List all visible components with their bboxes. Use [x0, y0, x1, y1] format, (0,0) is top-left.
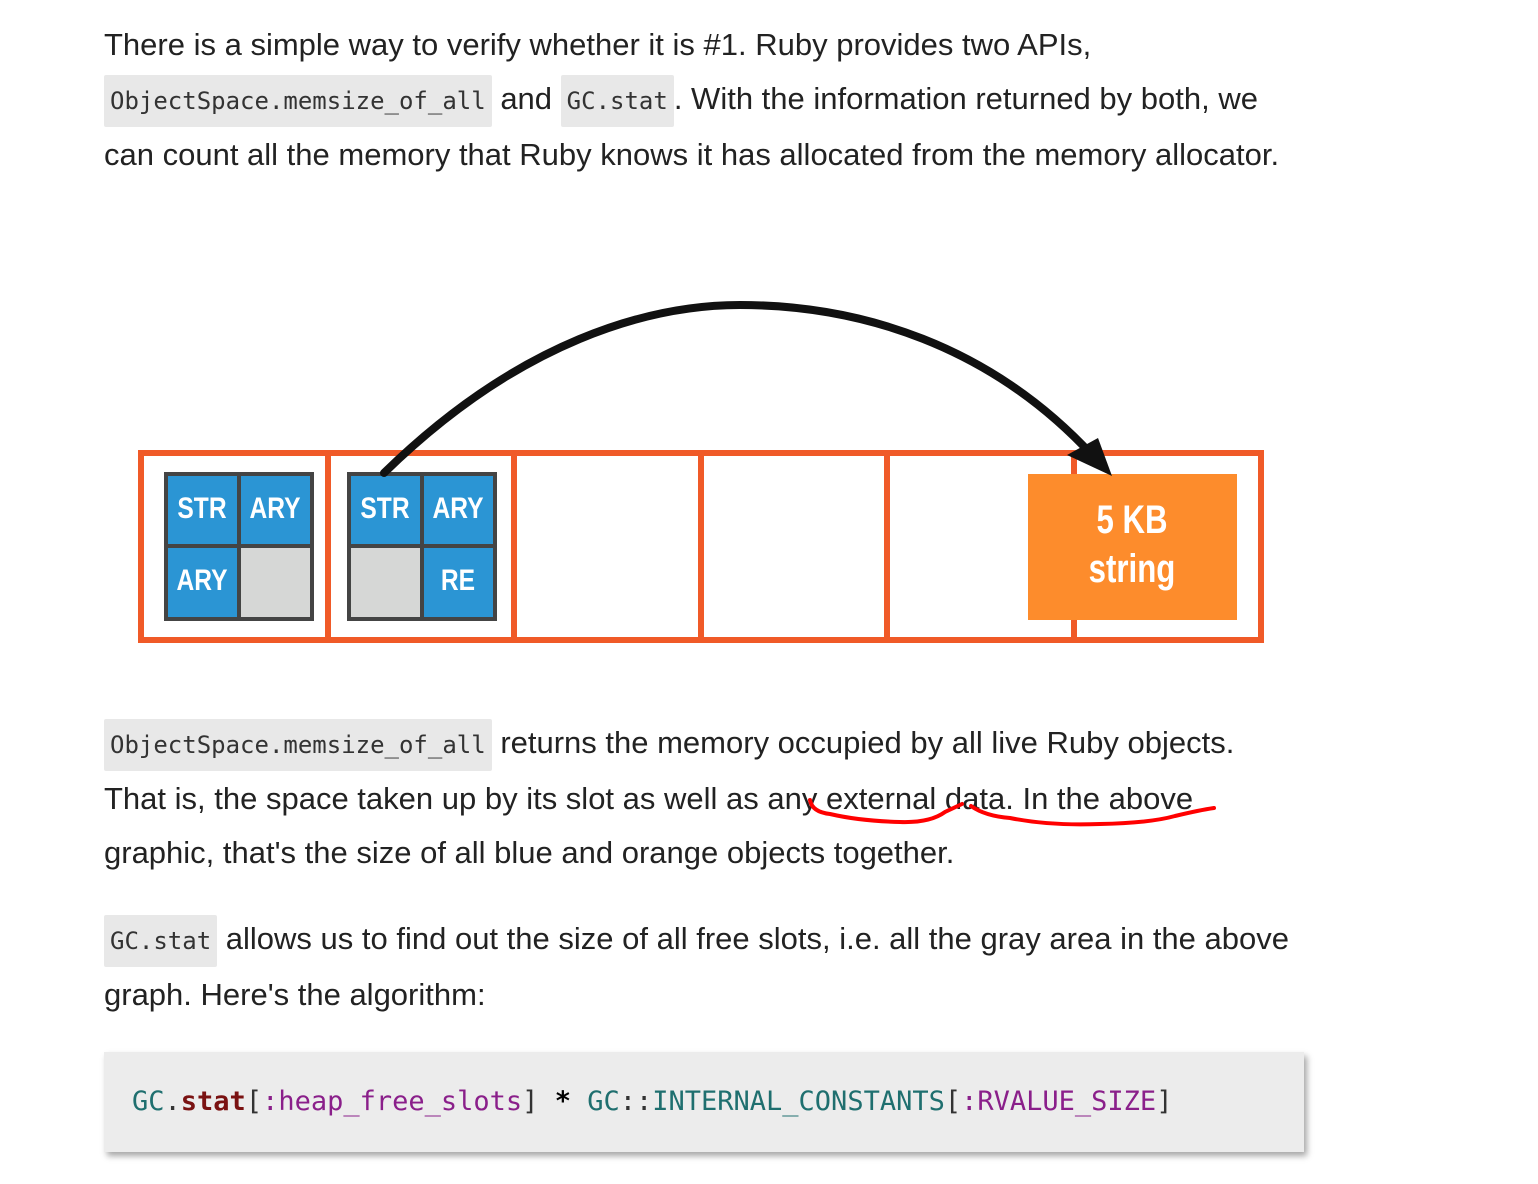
object-label: ARY	[176, 563, 227, 597]
code-token: ]	[1156, 1086, 1173, 1117]
code-token: *	[554, 1086, 571, 1117]
paragraph-intro-text-a: There is a simple way to verify whether …	[104, 27, 1092, 62]
paragraph-intro-text-c: . With the information returned by both,…	[104, 81, 1280, 172]
object-re	[422, 546, 495, 619]
external-string-size: 5 KB	[1096, 497, 1167, 542]
code-token: stat	[180, 1086, 246, 1117]
object-str	[166, 474, 239, 546]
object-label: ARY	[249, 491, 300, 525]
paragraph-memsize-text-a: returns the memory occupied by all live …	[104, 725, 1235, 816]
highlight-external-data: any external data	[767, 781, 1006, 816]
paragraph-memsize: ObjectSpace.memsize_of_all returns the m…	[104, 716, 1304, 880]
inline-code-memsize: ObjectSpace.memsize_of_all	[104, 75, 492, 127]
paragraph-memsize-text-b: . In the above graphic, that's the size …	[104, 781, 1194, 870]
code-token: GC	[132, 1086, 165, 1117]
object-ary	[239, 474, 312, 546]
paragraph-intro: There is a simple way to verify whether …	[104, 18, 1304, 182]
object-label: ARY	[432, 491, 483, 525]
external-string-block	[1028, 474, 1237, 620]
highlight-as-well-as: as well as	[622, 781, 759, 816]
code-token: ]	[522, 1086, 555, 1117]
inline-code-gcstat: GC.stat	[560, 75, 674, 127]
code-token: :heap_free_slots	[262, 1086, 523, 1117]
code-token: [	[245, 1086, 263, 1117]
paragraph-gcstat: GC.stat allows us to find out the size o…	[104, 912, 1304, 1022]
object-ary	[422, 474, 495, 546]
code-token: ::	[619, 1086, 653, 1117]
object-label: STR	[177, 491, 226, 525]
code-token: [	[944, 1086, 962, 1117]
reference-arrow	[380, 300, 1096, 477]
object-ary	[166, 546, 239, 619]
inline-code-gcstat-2: GC.stat	[104, 915, 218, 967]
object-label: RE	[441, 563, 475, 597]
code-line: GC.stat[:heap_free_slots] * GC::INTERNAL…	[132, 1086, 1172, 1117]
inline-code-memsize-2: ObjectSpace.memsize_of_all	[104, 719, 492, 771]
object-str	[349, 474, 422, 546]
free-slot	[239, 546, 312, 619]
free-slot	[349, 546, 422, 619]
code-token: .	[164, 1086, 181, 1117]
object-label: STR	[360, 491, 409, 525]
external-string-type: string	[1089, 546, 1176, 591]
object-grid-2: STR ARY RE	[347, 472, 497, 621]
heap-diagram: STR ARY ARY STR ARY RE 5 KB string	[138, 300, 1264, 643]
paragraph-intro-text-b: and	[500, 81, 553, 116]
object-grid-1: STR ARY ARY	[164, 472, 314, 621]
code-block: GC.stat[:heap_free_slots] * GC::INTERNAL…	[104, 1052, 1304, 1152]
code-token: GC	[570, 1086, 620, 1117]
code-token: :RVALUE_SIZE	[961, 1086, 1157, 1117]
arrow-head-icon	[1067, 438, 1112, 476]
code-token: INTERNAL_CONSTANTS	[652, 1086, 945, 1117]
paragraph-gcstat-text: allows us to find out the size of all fr…	[104, 921, 1289, 1012]
